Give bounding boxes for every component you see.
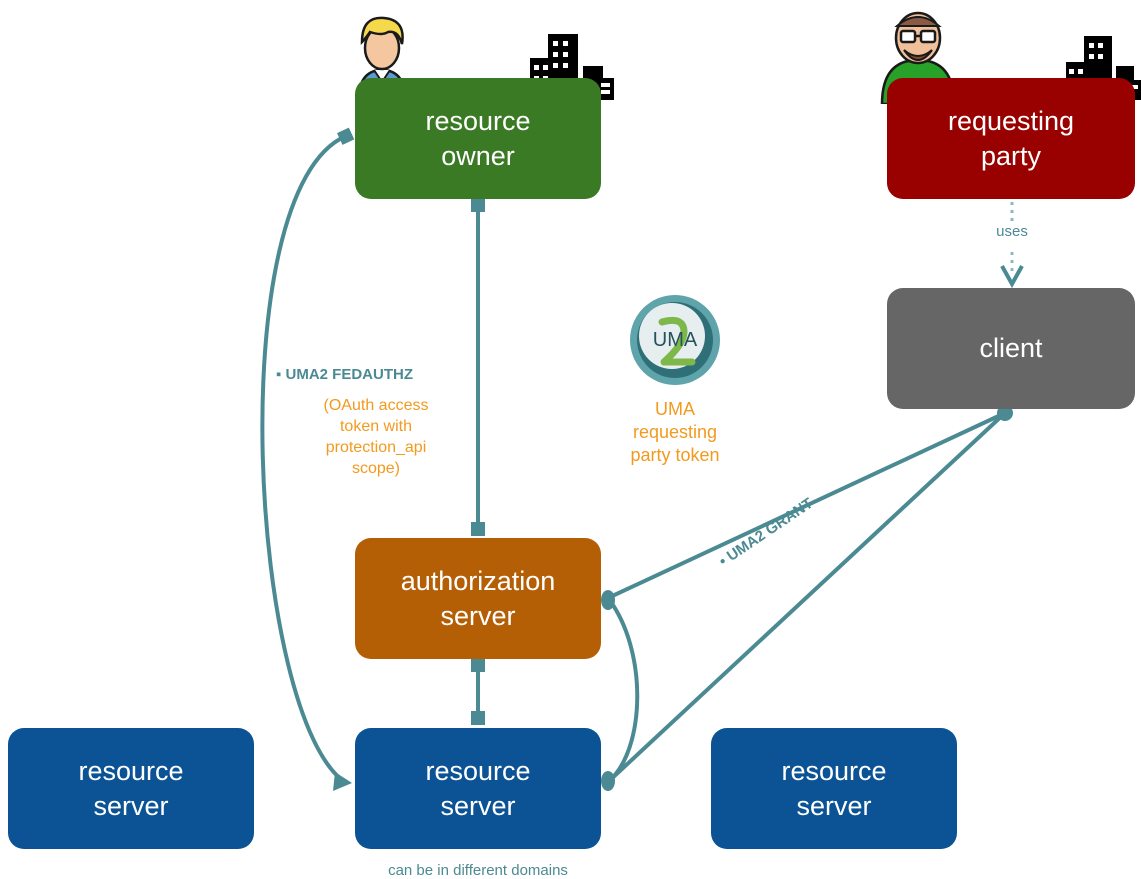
resource-server-right-line1: resource [781,755,887,786]
uma-logo-icon: UMA [630,295,720,385]
requesting-party-node[interactable]: requesting party [887,78,1135,199]
resource-server-node-left[interactable]: resource server [8,728,254,849]
fedauthz-note-line: (OAuth access [323,397,429,414]
connector-authz-resource-server [471,658,485,725]
uma-token-line: requesting [632,422,718,442]
resource-server-right-line2: server [796,790,872,821]
fedauthz-note-line: scope) [351,460,401,477]
connector-uma-grant [601,405,1013,791]
requesting-party-line1: requesting [947,105,1075,136]
client-node[interactable]: client [887,288,1135,409]
resource-server-left-line2: server [93,790,169,821]
resource-server-node-right[interactable]: resource server [711,728,957,849]
resource-owner-line2: owner [441,140,515,171]
svg-text:UMA: UMA [653,329,698,351]
connector-owner-authz [471,198,485,536]
fedauthz-note: (OAuth access token with protection_api … [296,395,456,479]
fedauthz-label: ▪ UMA2 FEDAUTHZ [276,366,413,383]
authorization-server-line1: authorization [400,565,556,596]
resource-owner-line1: resource [425,105,531,136]
connector-uses [1000,202,1024,289]
connector-fedauthz [260,127,355,791]
resource-owner-node[interactable]: resource owner [355,78,601,199]
uma-token-line: party token [630,445,720,465]
fedauthz-note-line: token with [339,418,413,435]
uses-label: uses [996,223,1028,240]
fedauthz-note-line: protection_api [325,439,427,456]
resource-server-center-line1: resource [425,755,531,786]
client-label: client [979,333,1043,363]
resource-server-center-line2: server [440,790,516,821]
uma-token-label: UMA requesting party token [600,398,750,467]
uma-token-line: UMA [655,399,695,419]
resource-server-left-line1: resource [78,755,184,786]
resource-server-node-center[interactable]: resource server [355,728,601,849]
authorization-server-line2: server [440,600,516,631]
domains-note: can be in different domains [388,862,568,879]
requesting-party-line2: party [980,140,1042,171]
authorization-server-node[interactable]: authorization server [355,538,601,659]
